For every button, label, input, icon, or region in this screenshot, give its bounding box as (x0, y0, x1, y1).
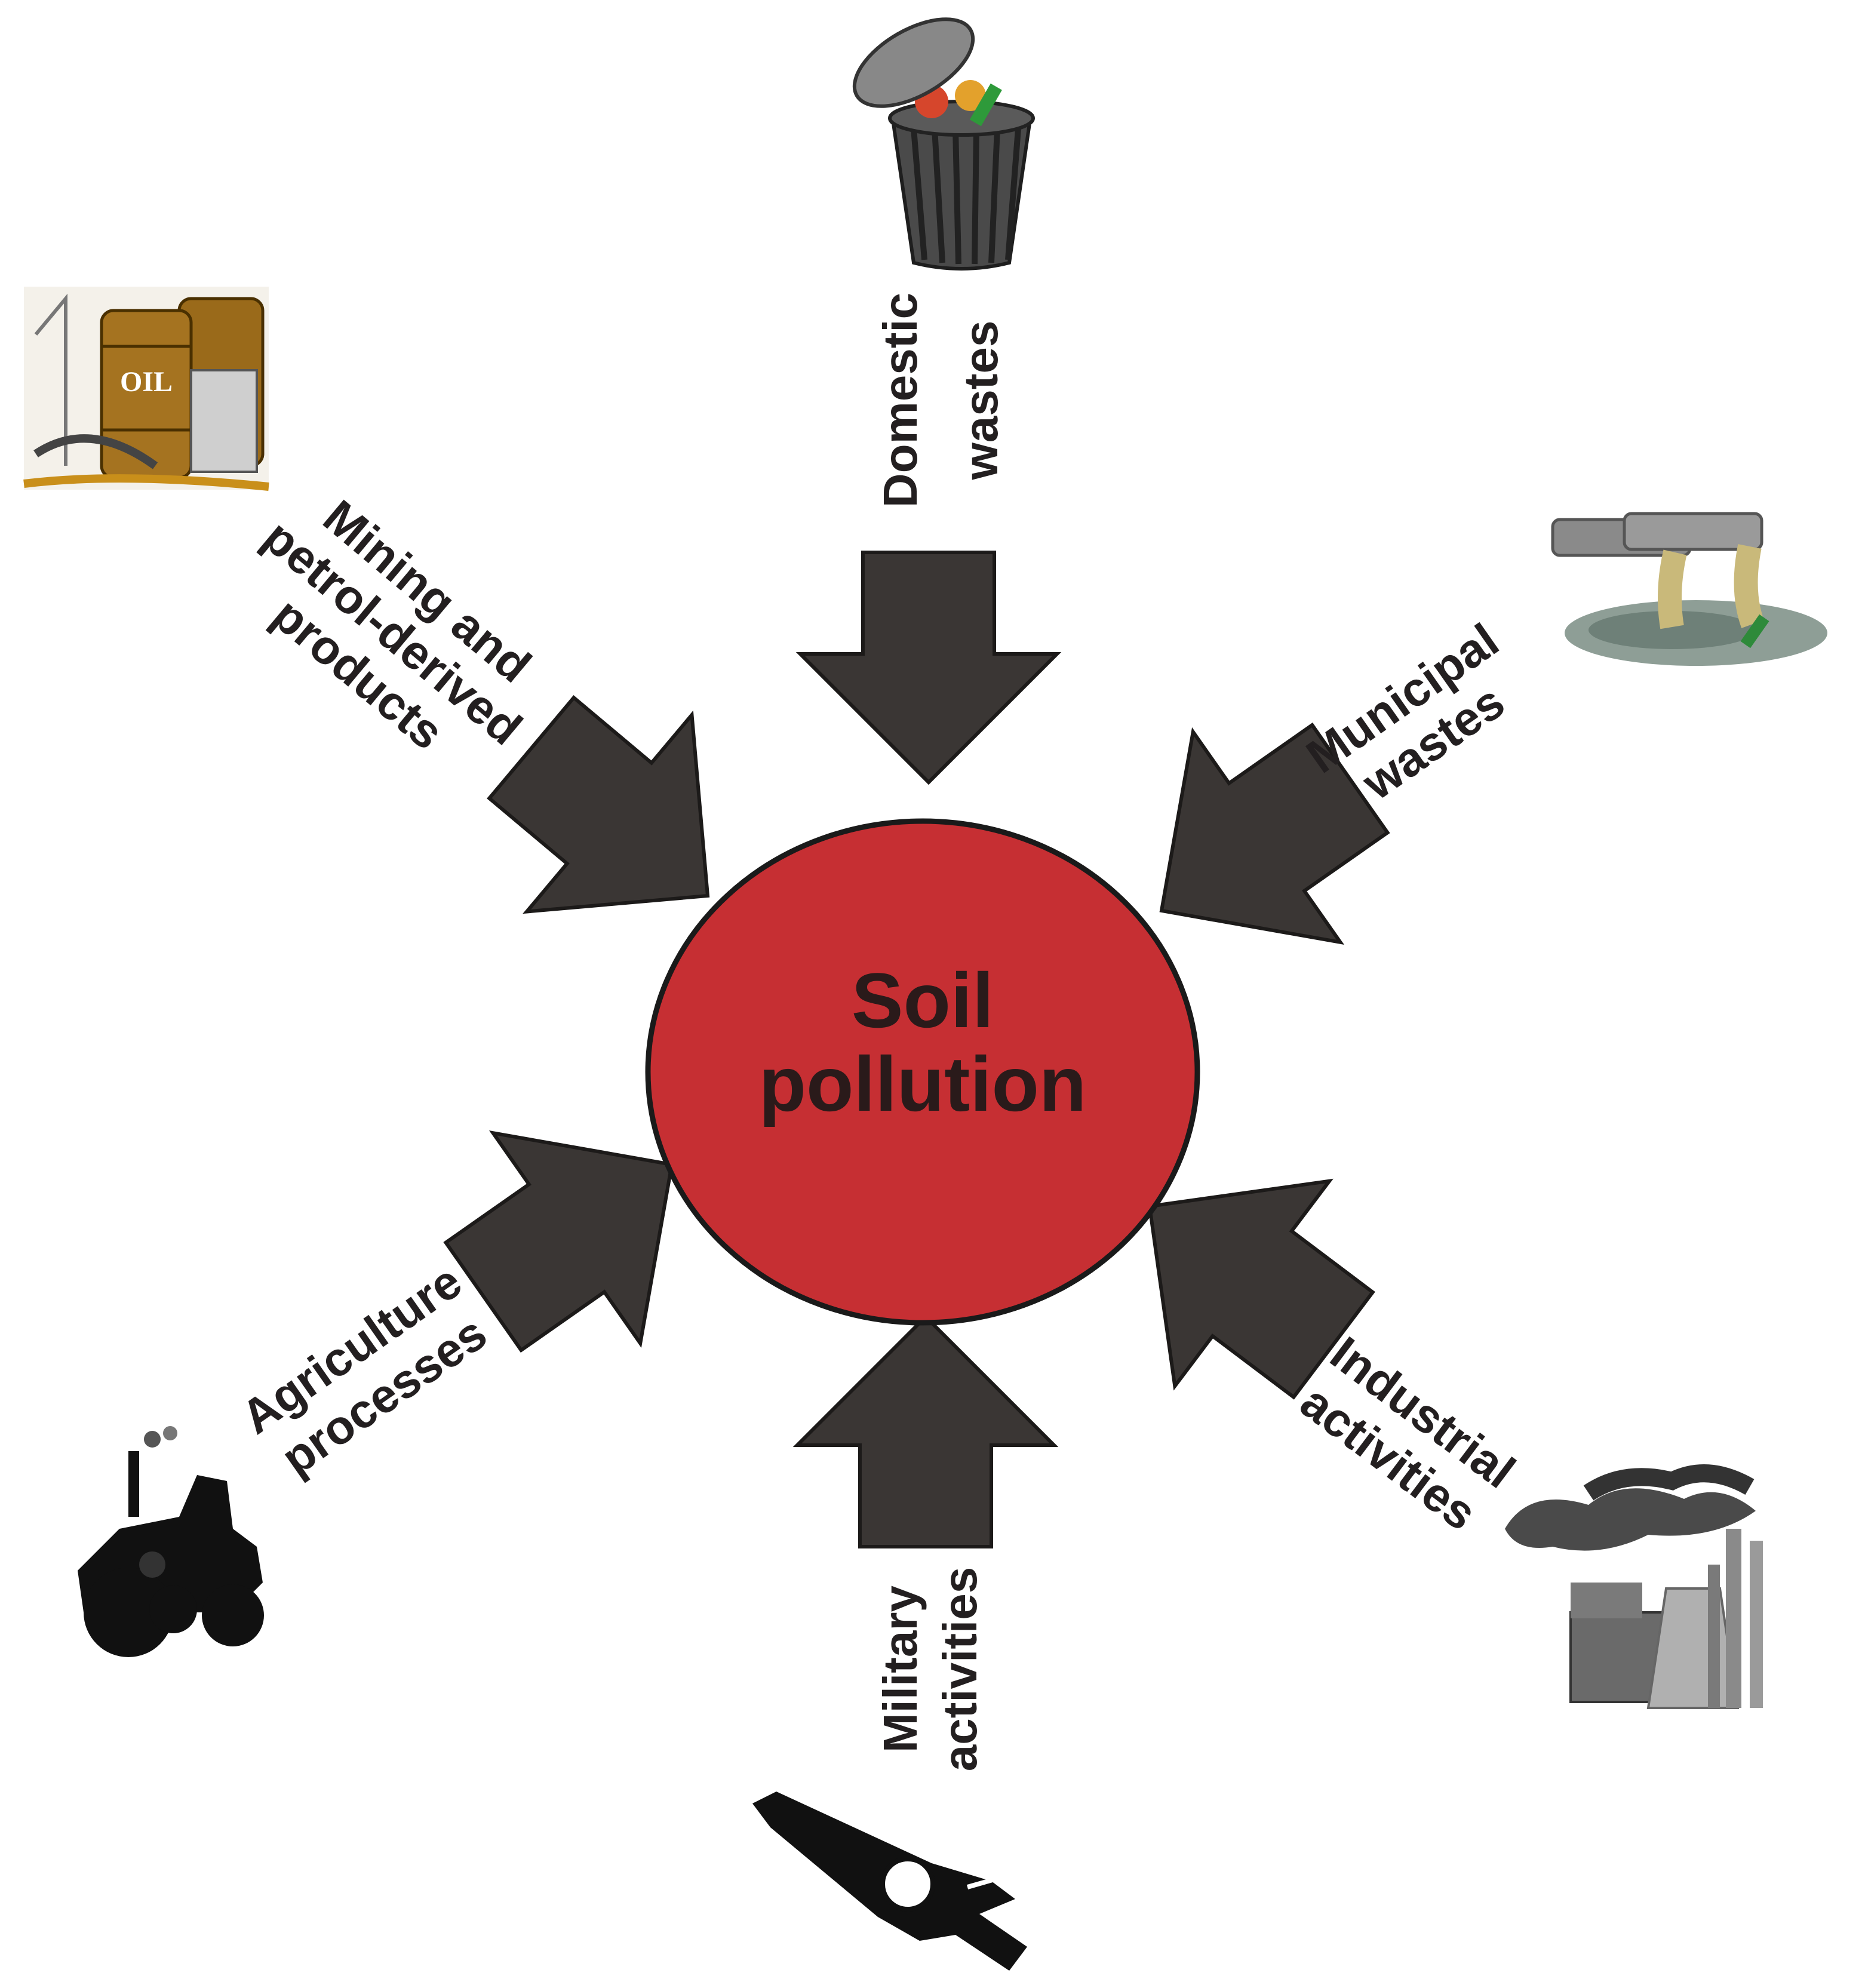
label-domestic-line2: wastes (954, 321, 1007, 481)
label-military: Military activities (874, 1567, 987, 1771)
label-mining: Mining and petrol-derived products (254, 490, 541, 760)
label-military-line2: activities (933, 1567, 987, 1771)
factory-icon (1505, 1464, 1763, 1709)
sewage-pipes-icon (1551, 512, 1827, 666)
arrow-industrial (1147, 1178, 1375, 1400)
soil-pollution-circle (645, 818, 1200, 1326)
arrow-municipal (1159, 722, 1390, 945)
center-label-line1: Soil (852, 957, 994, 1044)
oil-barrels-icon: OIL (23, 287, 269, 491)
arrow-mining (487, 695, 710, 914)
arrow-domestic (795, 551, 1062, 785)
arrow-military (792, 1314, 1059, 1548)
label-agriculture: Agriculture processes (232, 1254, 496, 1485)
trash-can-icon (852, 17, 1035, 271)
label-military-line1: Military (874, 1585, 927, 1753)
arrow-agriculture (443, 1130, 674, 1353)
label-domestic-line1: Domestic (874, 293, 927, 508)
center-node: Soil pollution (645, 818, 1200, 1326)
oil-barrel-text: OIL (120, 366, 173, 398)
icons: OIL (23, 17, 1827, 1971)
fighter-jet-icon (752, 1792, 1027, 1971)
tractor-icon (78, 1426, 264, 1657)
label-domestic: Domestic wastes (874, 293, 1007, 508)
arrows (443, 551, 1390, 1548)
center-label-line2: pollution (759, 1040, 1087, 1127)
